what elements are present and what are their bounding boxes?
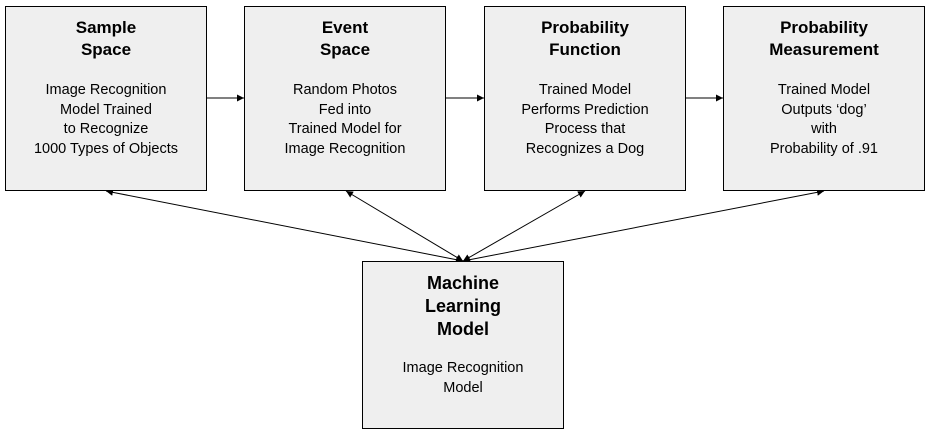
- sample-space-title: Sample Space: [75, 18, 137, 59]
- arrow-model-event-space: [345, 190, 464, 262]
- sample-space-description: Image Recognition Model Trained to Recog…: [33, 82, 179, 157]
- arrow-model-probability-function: [462, 190, 586, 262]
- probability-measurement-box: Probability Measurement Trained Model Ou…: [723, 6, 925, 191]
- probability-function-description: Trained Model Performs Prediction Proces…: [521, 82, 649, 157]
- sample-space-box: Sample Space Image Recognition Model Tra…: [5, 6, 207, 191]
- machine-learning-model-description: Image Recognition Model: [402, 360, 524, 396]
- probability-function-box: Probability Function Trained Model Perfo…: [484, 6, 686, 191]
- event-space-title: Event Space: [319, 18, 371, 59]
- arrow-model-probability-measurement: [462, 188, 825, 264]
- probability-function-title: Probability Function: [541, 18, 629, 59]
- arrow-model-sample-space: [105, 188, 464, 264]
- machine-learning-model-box: Machine Learning Model Image Recognition…: [362, 261, 564, 429]
- event-space-box: Event Space Random Photos Fed into Train…: [244, 6, 446, 191]
- probability-measurement-title: Probability Measurement: [769, 18, 879, 59]
- machine-learning-model-title: Machine Learning Model: [424, 273, 501, 339]
- probability-measurement-description: Trained Model Outputs ‘dog’ with Probabi…: [769, 82, 878, 157]
- event-space-description: Random Photos Fed into Trained Model for…: [284, 82, 406, 157]
